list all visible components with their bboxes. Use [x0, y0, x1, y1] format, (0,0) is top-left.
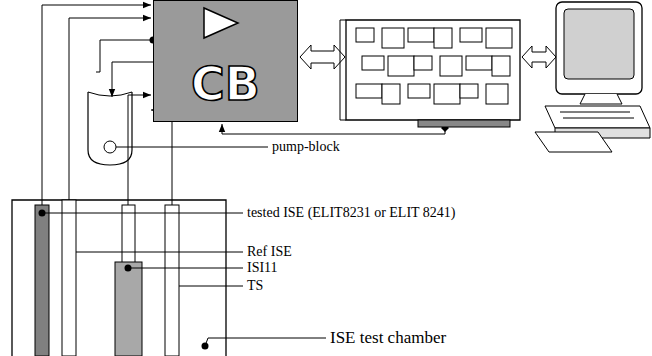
control-line [222, 124, 445, 134]
chamber-label: ISE test chamber [330, 329, 446, 348]
leader-line [116, 147, 268, 148]
bus-arrow [522, 46, 556, 68]
test-chamber [12, 200, 226, 356]
isi11-tip [122, 205, 135, 265]
amplifier-symbol [204, 8, 238, 38]
tested-electrode [35, 205, 49, 356]
leader-line [128, 268, 243, 269]
part-label: Ref ISE [247, 244, 292, 259]
leader-line [76, 252, 243, 253]
leader-line [179, 286, 243, 287]
pump-block-vessel [88, 92, 132, 165]
wire [42, 5, 151, 205]
pump-rotor [104, 141, 116, 153]
isi11-body [115, 262, 142, 356]
part-label: tested ISE (ELIT8231 or ELIT 8241) [247, 205, 456, 220]
leader-line [42, 213, 243, 214]
wire [96, 40, 153, 72]
pump-block-rim [88, 92, 132, 96]
temperature-sensor [165, 205, 179, 356]
control-block: CB [153, 0, 298, 122]
computer [535, 2, 650, 152]
wire [128, 95, 151, 205]
reference-electrode [62, 200, 76, 356]
part-label: TS [247, 278, 263, 293]
leader-line [205, 338, 326, 346]
interface-card [340, 20, 520, 127]
wire [69, 18, 151, 200]
block-title: CB [191, 61, 260, 107]
wire [151, 110, 172, 205]
pump-wire [112, 62, 153, 97]
bus-arrow [300, 45, 345, 69]
part-label: ISI11 [247, 260, 278, 275]
part-label: pump-block [272, 139, 340, 154]
